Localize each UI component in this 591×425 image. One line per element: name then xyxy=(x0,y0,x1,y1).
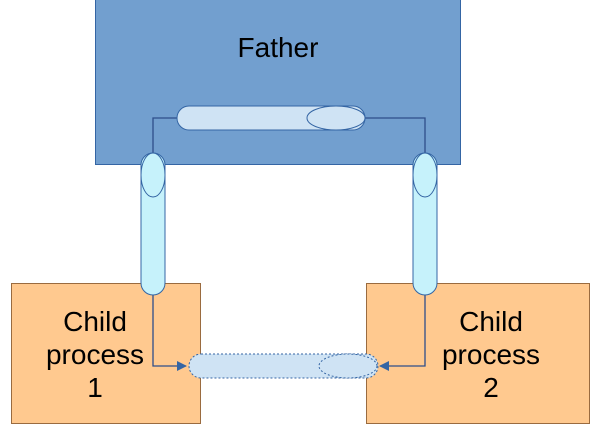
child-process-2-box xyxy=(366,283,590,424)
pipe-to-child-2 xyxy=(412,152,438,296)
child-process-1-box xyxy=(11,283,201,424)
child-1-line-1: Child xyxy=(63,306,127,337)
child-process-1-label: Child process 1 xyxy=(0,305,190,404)
child-2-line-1: Child xyxy=(459,306,523,337)
father-process-box xyxy=(95,0,461,165)
child-process-2-label: Child process 2 xyxy=(396,305,586,404)
child-1-line-2: process xyxy=(45,339,145,370)
father-label: Father xyxy=(237,32,319,63)
child-to-child-pipe xyxy=(188,353,379,379)
father-pipe xyxy=(176,105,366,131)
child-1-line-3: 1 xyxy=(87,372,103,403)
child-2-line-2: process xyxy=(441,339,541,370)
pipe-to-child-1 xyxy=(140,152,166,296)
child-2-line-3: 2 xyxy=(483,372,499,403)
